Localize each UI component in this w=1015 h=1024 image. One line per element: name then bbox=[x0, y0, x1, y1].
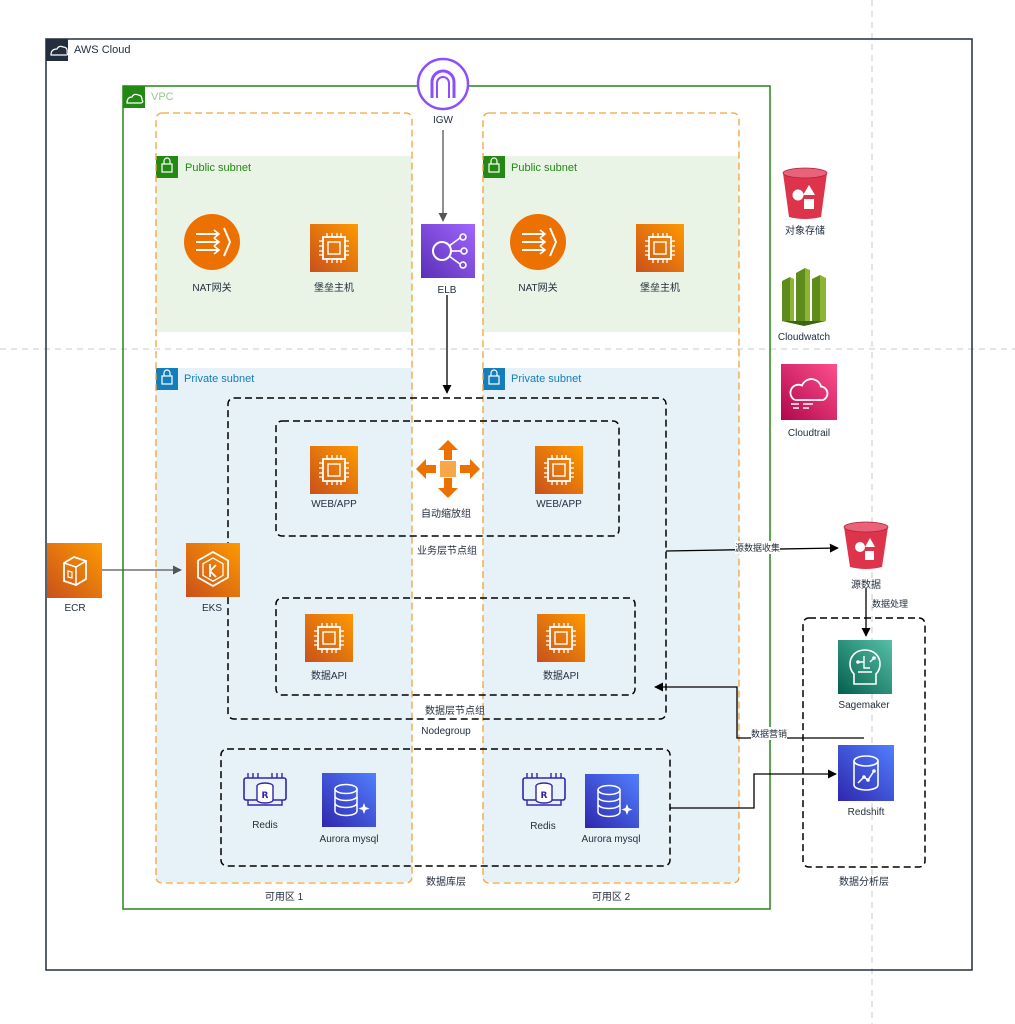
cloudtrail-label: Cloudtrail bbox=[787, 428, 831, 439]
az-2-frame bbox=[482, 112, 740, 884]
elb-label: ELB bbox=[437, 285, 457, 296]
dataapi2-label: 数据API bbox=[542, 671, 580, 682]
az-2-label: 可用区 2 bbox=[591, 892, 631, 903]
aurora-mysql-icon[interactable] bbox=[585, 774, 639, 828]
source-data-label: 源数据 bbox=[851, 580, 881, 591]
container-registry-icon[interactable] bbox=[47, 543, 102, 598]
nodegroup-label: Nodegroup bbox=[421, 726, 471, 737]
igw-label: IGW bbox=[433, 115, 453, 126]
bastion-host-icon[interactable] bbox=[636, 224, 684, 272]
eks-icon[interactable] bbox=[186, 543, 240, 597]
web-app-instance-icon[interactable] bbox=[535, 446, 583, 494]
aurora2-label: Aurora mysql bbox=[581, 834, 641, 845]
redis-cache-icon[interactable]: R bbox=[240, 770, 290, 812]
redis2-label: Redis bbox=[530, 821, 556, 832]
svg-text:R: R bbox=[541, 791, 548, 801]
public-subnet-1-title: Public subnet bbox=[185, 162, 252, 174]
object-storage-icon[interactable] bbox=[779, 165, 831, 220]
aurora1-label: Aurora mysql bbox=[319, 834, 379, 845]
redshift-icon[interactable] bbox=[838, 745, 894, 801]
sagemaker-icon[interactable] bbox=[838, 640, 892, 694]
aurora-mysql-icon[interactable] bbox=[322, 773, 376, 827]
cloudwatch-icon[interactable] bbox=[776, 259, 834, 327]
bastion-host-icon[interactable] bbox=[310, 224, 358, 272]
aws-cloud-title: AWS Cloud bbox=[74, 44, 131, 56]
vpc-title: VPC bbox=[151, 91, 174, 103]
bastion1-label: 堡垒主机 bbox=[314, 283, 354, 294]
redis1-label: Redis bbox=[252, 820, 278, 831]
ecr-label: ECR bbox=[64, 603, 86, 614]
business-nodes-label: 业务层节点组 bbox=[417, 546, 477, 557]
source-data-bucket-icon[interactable] bbox=[840, 519, 892, 571]
dataapi1-label: 数据API bbox=[310, 671, 348, 682]
edge-marketing bbox=[654, 682, 864, 739]
data-api-instance-icon[interactable] bbox=[305, 614, 353, 662]
data-nodes-label: 数据层节点组 bbox=[425, 706, 485, 717]
az-1-frame bbox=[155, 112, 413, 884]
internet-gateway-icon[interactable] bbox=[415, 56, 471, 112]
redshift-label: Redshift bbox=[847, 807, 885, 818]
bastion2-label: 堡垒主机 bbox=[640, 283, 680, 294]
db-layer-label: 数据库层 bbox=[426, 877, 466, 888]
private-subnet-2-title: Private subnet bbox=[511, 373, 582, 385]
data-api-instance-icon[interactable] bbox=[537, 614, 585, 662]
private-subnet-1-title: Private subnet bbox=[184, 373, 255, 385]
nat-gateway-icon[interactable] bbox=[510, 214, 566, 270]
edge-collect-label: 源数据收集 bbox=[735, 541, 781, 554]
sagemaker-label: Sagemaker bbox=[838, 700, 890, 711]
nat2-label: NAT网关 bbox=[518, 283, 558, 294]
az-1-label: 可用区 1 bbox=[264, 892, 304, 903]
analytics-layer-label: 数据分析层 bbox=[839, 877, 889, 888]
edge-aurora-redshift bbox=[670, 769, 837, 809]
load-balancer-icon[interactable] bbox=[421, 224, 475, 278]
redis-cache-icon[interactable]: R bbox=[519, 770, 569, 812]
edge-marketing-label: 数据营销 bbox=[751, 727, 788, 740]
web1-label: WEB/APP bbox=[311, 499, 357, 510]
business-nodes-frame bbox=[275, 420, 620, 537]
auto-scaling-icon[interactable] bbox=[414, 438, 482, 500]
web2-label: WEB/APP bbox=[536, 499, 582, 510]
cloudwatch-label: Cloudwatch bbox=[777, 332, 831, 343]
svg-text:R: R bbox=[262, 791, 269, 801]
analytics-layer-frame bbox=[802, 617, 926, 868]
nat1-label: NAT网关 bbox=[192, 283, 232, 294]
autoscaling-label: 自动缩放组 bbox=[421, 509, 471, 520]
edge-process-label: 数据处理 bbox=[872, 599, 909, 609]
aws-cloud-frame bbox=[45, 38, 973, 971]
s3-label: 对象存储 bbox=[785, 226, 825, 237]
eks-label: EKS bbox=[201, 603, 223, 614]
data-nodes-frame bbox=[275, 597, 636, 696]
nat-gateway-icon[interactable] bbox=[184, 214, 240, 270]
web-app-instance-icon[interactable] bbox=[310, 446, 358, 494]
cloudtrail-icon[interactable] bbox=[781, 364, 837, 420]
public-subnet-2-title: Public subnet bbox=[511, 162, 578, 174]
